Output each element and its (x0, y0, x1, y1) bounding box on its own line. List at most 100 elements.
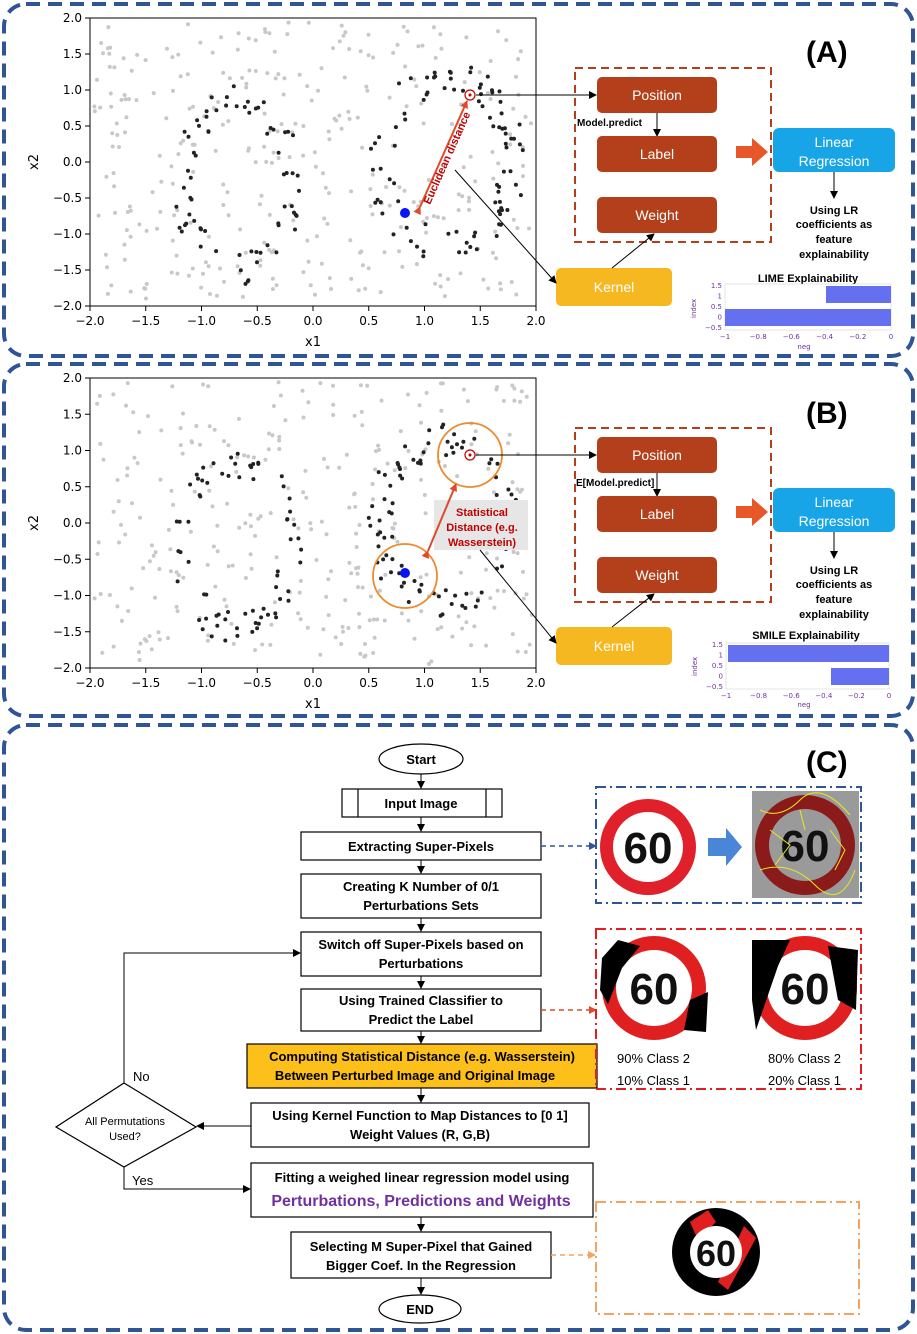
scatter-point-dark (460, 603, 465, 608)
scatter-point-light (276, 72, 281, 77)
scatter-point-light (159, 179, 164, 184)
scatter-point-light (322, 457, 326, 461)
scatter-point-dark (373, 141, 377, 146)
scatter-point-dark (249, 249, 254, 254)
y-tick-label: 1.0 (63, 444, 82, 458)
scatter-point-dark (497, 125, 502, 130)
scatter-point-light (269, 622, 274, 627)
mini-x-tick: −1 (721, 692, 731, 700)
scatter-point-light (416, 44, 421, 49)
lr-text-b-2: Regression (799, 513, 870, 529)
scatter-point-dark (268, 126, 273, 130)
scatter-point-light (229, 621, 234, 626)
scatter-point-light (105, 291, 110, 296)
scatter-point-light (511, 217, 516, 222)
weight-text-b: Weight (635, 567, 678, 583)
scatter-point-light (251, 455, 256, 460)
scatter-point-light (306, 259, 311, 264)
scatter-point-light (248, 512, 253, 517)
plot-to-kernel-arrow-a (454, 169, 557, 284)
scatter-point-light (464, 620, 469, 625)
scatter-point-light (355, 571, 360, 576)
scatter-point-light (258, 258, 263, 263)
scatter-point-light (149, 647, 154, 652)
scatter-point-light (231, 641, 236, 646)
scatter-points-b (92, 380, 534, 666)
scatter-point-light (138, 515, 142, 520)
query-region-b (372, 543, 438, 609)
scatter-point-light (216, 100, 221, 104)
scatter-point-dark (214, 108, 219, 113)
scatter-point-dark (197, 618, 202, 622)
scatter-point-light (107, 593, 112, 597)
scatter-point-light (458, 570, 463, 575)
scatter-point-light (235, 455, 240, 460)
scatter-point-light (329, 569, 333, 574)
fat-arrow-a (736, 138, 768, 166)
scatter-point-light (305, 625, 310, 630)
scatter-point-dark (200, 627, 205, 632)
scatter-point-light (276, 156, 281, 160)
scatter-point-dark (288, 509, 293, 514)
scatter-point-light (185, 72, 190, 77)
scatter-point-dark (504, 145, 509, 150)
scatter-point-light (265, 71, 270, 76)
scatter-point-light (176, 52, 181, 57)
scatter-point-light (341, 629, 345, 634)
scatter-point-light (455, 474, 460, 479)
creating-box (300, 873, 542, 919)
scatter-point-light (484, 643, 489, 648)
scatter-point-light (462, 80, 467, 85)
scatter-point-light (352, 413, 357, 418)
scatter-point-dark (299, 547, 304, 552)
x-tick-label: 1.0 (415, 314, 434, 328)
panel-a-label: (A) (806, 36, 848, 69)
scatter-point-light (301, 415, 306, 420)
scatter-point-light (92, 109, 97, 114)
scatter-point-light (439, 46, 444, 51)
scatter-point-light (450, 122, 454, 126)
scatter-point-light (187, 106, 192, 111)
scatter-point-dark (274, 615, 279, 620)
scatter-point-dark (463, 250, 468, 255)
panel-c-label: (C) (806, 746, 848, 779)
mini-y-tick: 1.5 (711, 282, 722, 290)
scatter-point-light (521, 569, 525, 574)
scatter-point-light (171, 502, 176, 507)
scatter-point-dark (250, 629, 255, 634)
scatter-point-light (333, 635, 338, 640)
scatter-point-dark (375, 532, 380, 537)
scatter-point-dark (286, 598, 291, 603)
scatter-point-light (382, 618, 387, 623)
scatter-point-light (141, 566, 146, 571)
scatter-point-dark (496, 189, 501, 194)
scatter-point-light (297, 590, 302, 595)
scatter-point-light (178, 426, 183, 431)
scatter-point-light (215, 549, 220, 554)
scatter-point-light (360, 585, 365, 590)
start-text: Start (406, 752, 436, 767)
scatter-point-light (342, 75, 347, 80)
scatter-point-light (119, 522, 123, 527)
scatter-point-light (370, 172, 375, 177)
scatter-point-light (506, 441, 511, 446)
scatter-point-light (151, 553, 156, 558)
scatter-point-light (262, 111, 267, 116)
scatter-point-light (368, 187, 373, 192)
scatter-point-light (312, 150, 317, 155)
scatter-point-light (344, 452, 349, 457)
scatter-point-light (484, 567, 488, 572)
scatter-point-dark (419, 582, 424, 587)
scatter-point-light (354, 545, 359, 549)
scatter-point-dark (513, 182, 518, 187)
scatter-point-light (224, 604, 229, 609)
scatter-point-light (398, 225, 403, 230)
blue-transform-arrow (708, 828, 742, 866)
scatter-point-dark (182, 129, 187, 134)
scatter-point-light (360, 263, 365, 268)
scatter-point-light (433, 281, 438, 286)
scatter-point-light (137, 222, 142, 227)
scatter-point-dark (235, 626, 239, 631)
scatter-point-dark (226, 610, 230, 614)
lime-xlabel: neg (797, 343, 810, 351)
